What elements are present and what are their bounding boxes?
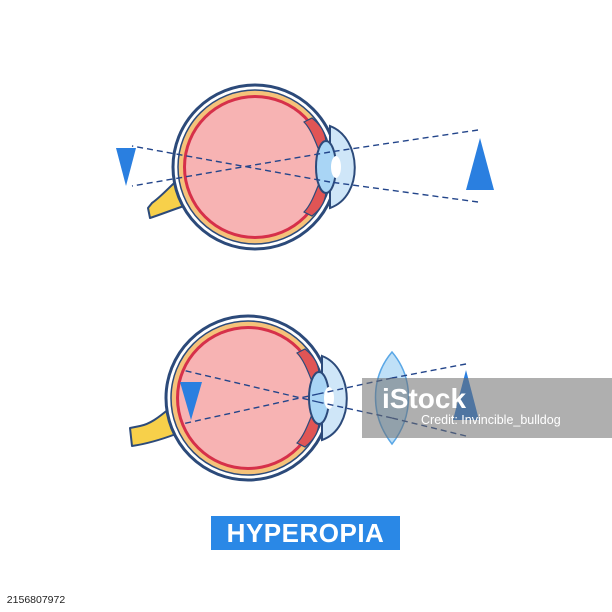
istock-logo: iStock: [382, 383, 466, 414]
ray-upper-incoming: [391, 363, 467, 379]
image-triangle-bottom: [180, 382, 202, 420]
watermark-brand: iStock: [382, 383, 466, 414]
iris-upper: [302, 117, 327, 149]
lens-highlight: [331, 156, 341, 178]
ray-lower-incoming: [329, 181, 479, 203]
object-triangle-top: [466, 138, 494, 190]
ray-lower-refracted: [131, 145, 331, 183]
ray-lower-focused: [181, 369, 319, 403]
vitreous-body: [179, 329, 317, 467]
diagram-title: HYPEROPIA: [226, 517, 385, 548]
vitreous-body: [186, 98, 324, 236]
ray-upper-incoming: [329, 129, 479, 153]
uncorrected-light-rays: [131, 129, 479, 203]
corrected-eye-group: [129, 314, 348, 482]
title-banner: HYPEROPIA: [211, 516, 400, 550]
watermark-overlay: [362, 378, 612, 438]
cornea: [321, 354, 348, 442]
cornea: [329, 124, 356, 210]
lens-highlight: [324, 387, 334, 409]
watermark-credit: Credit: Invincible_bulldog: [421, 413, 561, 427]
stock-image-id: 2156807972: [0, 588, 72, 612]
uncorrected-eye-group: [147, 83, 356, 251]
ray-upper-focused: [181, 393, 319, 425]
iris-lower: [302, 185, 327, 217]
image-triangle-top: [116, 148, 136, 186]
ray-upper-refracted: [131, 151, 331, 187]
iris-lower: [295, 416, 320, 448]
iris-upper: [295, 348, 320, 380]
